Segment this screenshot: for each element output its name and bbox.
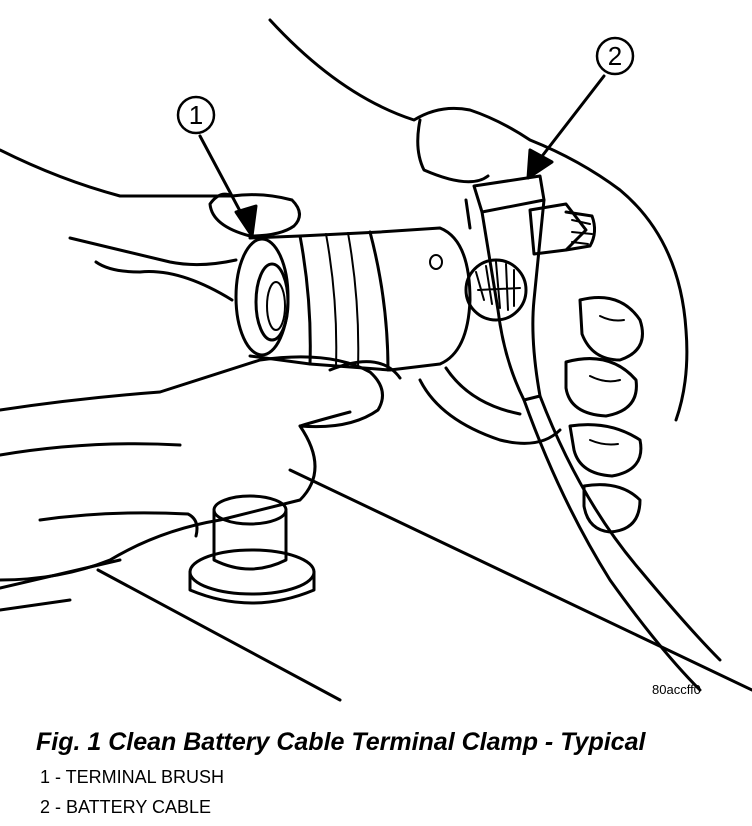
legend-item-terminal-brush: 1 - TERMINAL BRUSH (40, 767, 225, 787)
upper-hand (0, 148, 301, 302)
image-code: 80accff0 (652, 682, 701, 697)
callout-1-number: 1 (189, 100, 203, 130)
right-hand (268, 18, 689, 534)
left-hand (0, 355, 402, 582)
callout-2: 2 (526, 36, 635, 180)
callout-2-number: 2 (608, 41, 622, 71)
battery-post (188, 494, 316, 605)
figure-caption: Fig. 1 Clean Battery Cable Terminal Clam… (36, 728, 646, 756)
callout-1: 1 (176, 95, 258, 238)
terminal-brush (234, 226, 528, 372)
terminal-cleaning-illustration: 1 2 (0, 18, 752, 702)
battery-cable (418, 174, 722, 692)
legend-item-battery-cable: 2 - BATTERY CABLE (40, 797, 212, 817)
